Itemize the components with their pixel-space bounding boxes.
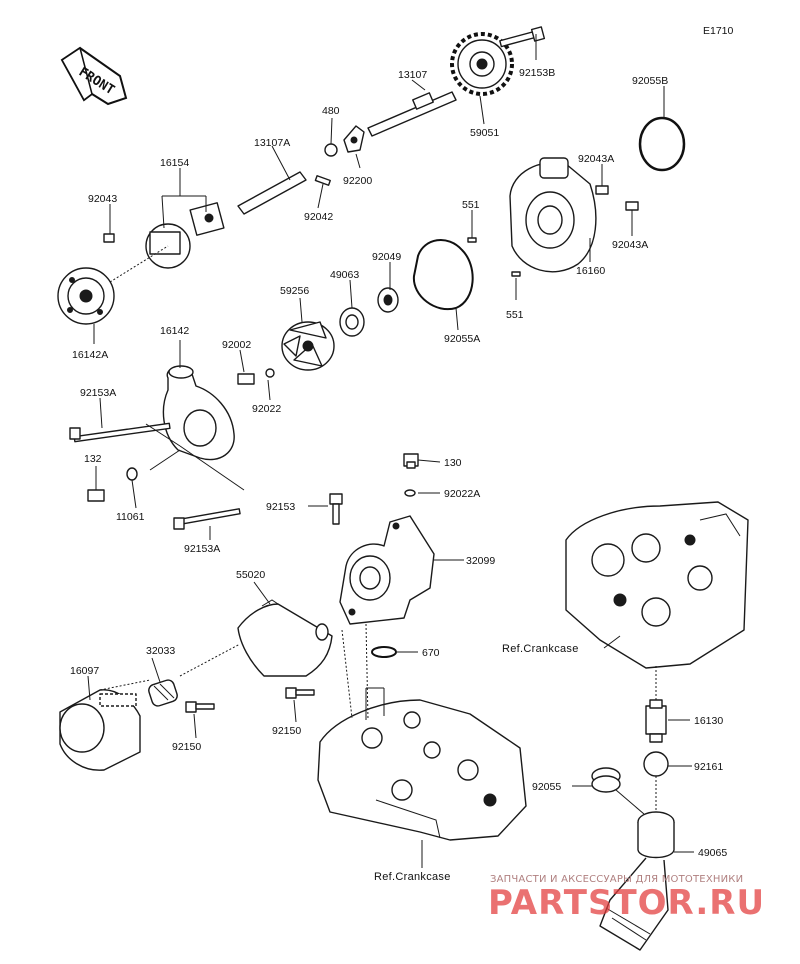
seal-49063-icon [339,307,365,337]
dowel-92043-icon [103,233,115,243]
label-16130: 16130 [694,715,723,727]
label-11061: 11061 [116,511,145,523]
label-480: 480 [322,105,340,117]
pipe-32033-icon [148,679,178,707]
label-16142: 16142 [160,325,189,337]
label-55020: 55020 [236,569,265,581]
bolt-92153-icon [329,493,343,525]
label-16097: 16097 [70,665,99,677]
label-49065: 49065 [698,847,727,859]
watermark-brand: PARTSTOR.RU [488,883,765,923]
label-92153A-top: 92153A [80,387,116,399]
diagram-code: E1710 [703,25,734,37]
crankcase-upper-icon [565,501,749,669]
collar-92161-icon [643,751,669,777]
oring-92055B-icon [638,116,686,172]
front-arrow-icon: FRONT [60,46,128,106]
label-92200: 92200 [343,175,372,187]
plate-92200-icon [343,125,365,153]
label-92022A: 92022A [444,488,480,500]
bolt-92153A-bot-icon [173,508,241,530]
shield-55020-icon [237,599,333,677]
housing-16142-icon [162,365,235,461]
pin-551-bot-icon [511,271,521,277]
label-92043: 92043 [88,193,117,205]
watermark-tagline: ЗАПЧАСТИ И АКСЕССУАРЫ ДЛЯ МОТОТЕХНИКИ [490,874,743,885]
label-92042: 92042 [304,211,333,223]
leader-lines [87,34,694,868]
label-132: 132 [84,453,102,465]
label-92055: 92055 [532,781,561,793]
dowel-92043A-top-icon [595,185,609,195]
label-92153: 92153 [266,501,295,513]
label-130: 130 [444,457,462,469]
crankcase-lower-icon [317,699,527,841]
label-32033: 32033 [146,645,175,657]
label-13107A: 13107A [254,137,290,149]
sprocket-59051-icon [450,32,514,96]
washer-11061-icon [126,467,138,481]
label-92150-mid: 92150 [272,725,301,737]
label-92002: 92002 [222,339,251,351]
label-92055A: 92055A [444,333,480,345]
shaft-13107-icon [367,91,457,137]
oring-92055-icon [591,767,621,793]
gasket-92055A-icon [412,238,474,311]
label-92043A-mid: 92043A [612,239,648,251]
label-16160: 16160 [576,265,605,277]
bolt-92002-icon [237,373,255,385]
label-32099: 32099 [466,555,495,567]
bolt-92150-mid-icon [285,687,315,699]
label-59051: 59051 [470,127,499,139]
label-92150-left: 92150 [172,741,201,753]
pin-551-top-icon [467,237,477,243]
bolt-92153A-top-icon [69,422,171,443]
oil-filter-16097-icon [59,689,141,771]
ref-crankcase-lower: Ref.Crankcase [374,871,451,883]
washer-92022-icon [265,368,275,378]
dowel-92043A-mid-icon [625,201,639,211]
bolt-132-icon [87,489,105,502]
label-16142A: 16142A [72,349,108,361]
label-92153B: 92153B [519,67,555,79]
bolt-92153B-icon [499,26,546,48]
coupling-16154-icon [145,202,225,269]
pin-92042-icon [314,175,331,186]
union-16130-icon [645,699,667,743]
pump-body-16160-icon [509,157,597,273]
label-92161: 92161 [694,761,723,773]
label-59256: 59256 [280,285,309,297]
bolt-92150-left-icon [185,701,215,713]
seal-92049-icon [377,287,399,313]
washer-92022A-icon [404,489,416,497]
oring-670-icon [371,646,397,658]
circlip-480-icon [324,143,338,157]
cover-16142A-icon [57,267,115,325]
part-labels: 13107 92153B 92055B 480 59051 13107A 922… [70,67,727,859]
label-551-top: 551 [462,199,480,211]
shaft-13107A-icon [237,171,307,215]
ref-crankcase-upper: Ref.Crankcase [502,643,579,655]
label-13107: 13107 [398,69,427,81]
impeller-59256-icon [281,321,335,371]
filter-housing-32099-icon [339,515,435,625]
label-92153A-bot: 92153A [184,543,220,555]
label-16154: 16154 [160,157,189,169]
label-92055B: 92055B [632,75,668,87]
label-92022: 92022 [252,403,281,415]
label-670: 670 [422,647,440,659]
label-92049: 92049 [372,251,401,263]
plug-130-icon [403,453,419,469]
strainer-49065-icon [599,811,675,951]
label-49063: 49063 [330,269,359,281]
label-551-bot: 551 [506,309,524,321]
label-92043A-top: 92043A [578,153,614,165]
